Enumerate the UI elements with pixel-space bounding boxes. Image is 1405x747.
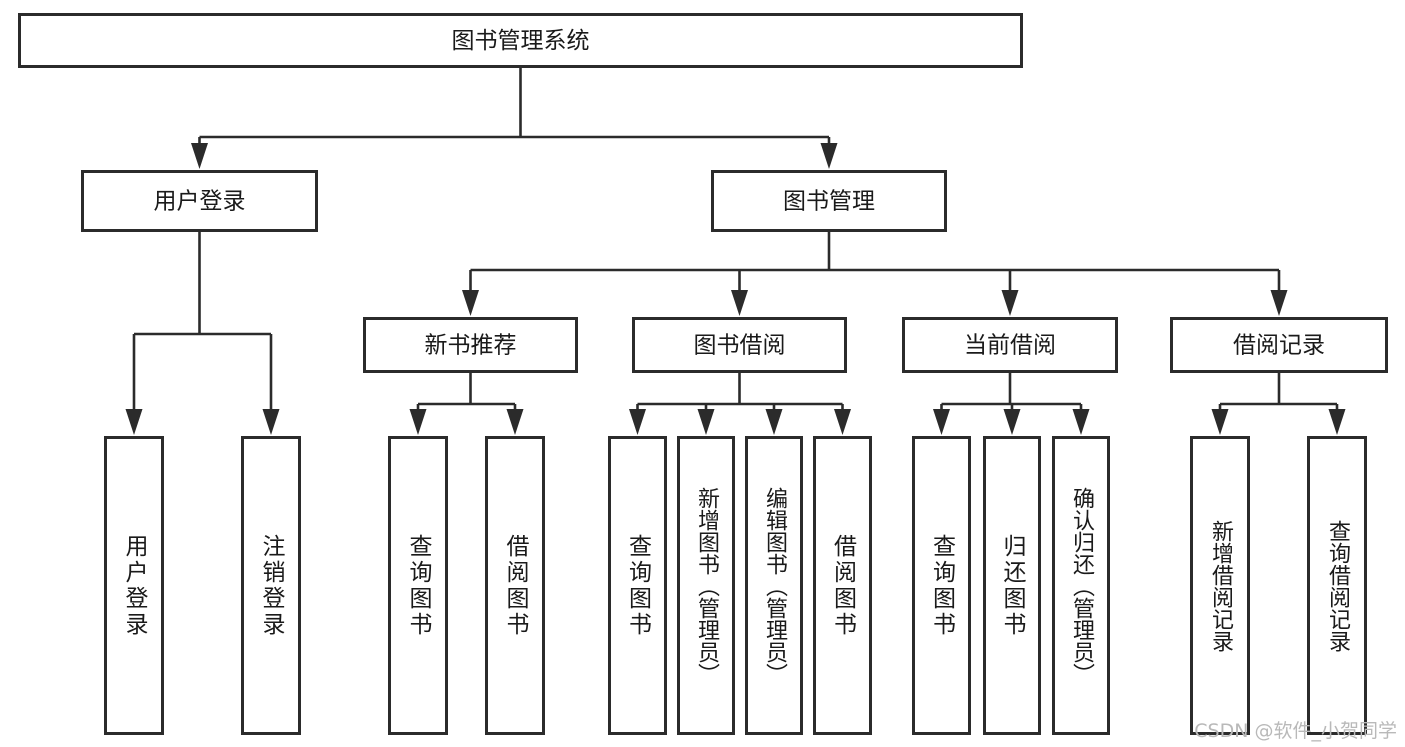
node-box-l3_1[interactable] xyxy=(632,317,847,373)
node-box-leaf_3[interactable] xyxy=(485,436,545,735)
node-box-l3_3[interactable] xyxy=(1170,317,1388,373)
connector-root xyxy=(191,68,838,169)
node-box-leaf_9[interactable] xyxy=(983,436,1041,735)
node-box-leaf_8[interactable] xyxy=(912,436,971,735)
node-box-leaf_0[interactable] xyxy=(104,436,164,735)
node-box-leaf_7[interactable] xyxy=(813,436,872,735)
connector-l3_2 xyxy=(933,373,1090,435)
node-label-l3_2: 当前借阅 xyxy=(964,333,1056,359)
connector-l3_3 xyxy=(1211,373,1346,435)
node-label-l2_0: 用户登录 xyxy=(154,189,246,215)
node-box-root[interactable] xyxy=(18,13,1023,68)
node-box-leaf_5[interactable] xyxy=(677,436,735,735)
node-box-leaf_11[interactable] xyxy=(1190,436,1250,735)
connector-l3_1 xyxy=(629,373,851,435)
node-box-leaf_12[interactable] xyxy=(1307,436,1367,735)
node-box-l2_0[interactable] xyxy=(81,170,318,232)
node-box-leaf_10[interactable] xyxy=(1052,436,1110,735)
node-box-leaf_6[interactable] xyxy=(745,436,803,735)
node-label-l3_1: 图书借阅 xyxy=(694,333,786,359)
csdn-watermark: CSDN @软件_小贺同学 xyxy=(1194,720,1397,742)
connector-l2_1 xyxy=(462,232,1288,316)
node-box-leaf_2[interactable] xyxy=(388,436,448,735)
node-box-l3_0[interactable] xyxy=(363,317,578,373)
node-box-l3_2[interactable] xyxy=(902,317,1118,373)
node-box-leaf_4[interactable] xyxy=(608,436,667,735)
node-label-l3_3: 借阅记录 xyxy=(1233,333,1325,359)
node-label-root: 图书管理系统 xyxy=(452,28,590,54)
connector-layer xyxy=(125,68,1346,435)
node-box-layer xyxy=(18,13,1388,735)
connector-l3_0 xyxy=(409,373,524,435)
node-box-l2_1[interactable] xyxy=(711,170,947,232)
node-box-leaf_1[interactable] xyxy=(241,436,301,735)
connector-l2_0 xyxy=(125,232,280,435)
node-label-l3_0: 新书推荐 xyxy=(425,333,517,359)
node-label-l2_1: 图书管理 xyxy=(783,189,875,215)
